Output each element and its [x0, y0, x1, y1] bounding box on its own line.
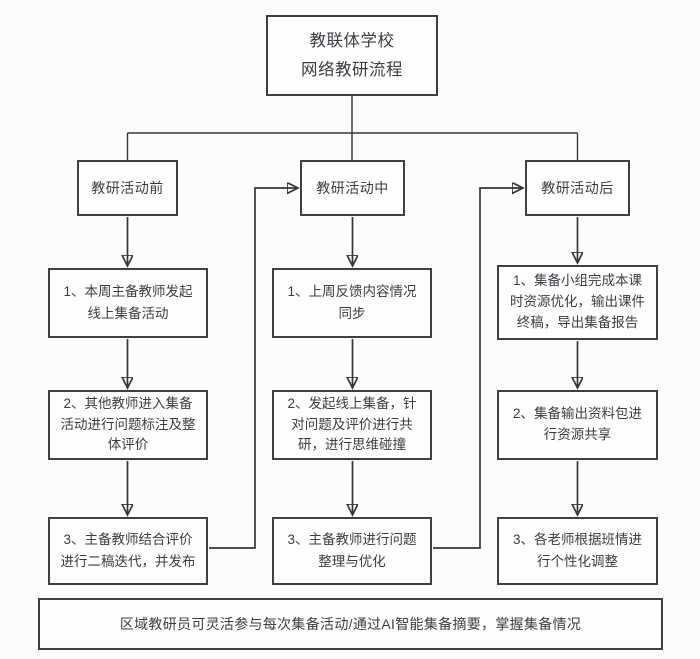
step-during-2: 2、发起线上集备，针 对问题及评价进行共 研，进行思维碰撞: [272, 390, 432, 460]
column-header-before: 教研活动前: [77, 160, 178, 216]
connector-during-step3-to-after-header: [433, 188, 523, 549]
step-after-2: 2、集备输出资料包进 行资源共享: [497, 390, 658, 460]
flowchart-title-box: 教联体学校 网络教研流程: [266, 15, 438, 96]
step-after-1: 1、集备小组完成本课 时资源优化，输出课件 终稿，导出集备报告: [497, 265, 658, 340]
step-during-3: 3、主备教师进行问题 整理与优化: [272, 517, 432, 585]
column-header-during: 教研活动中: [300, 160, 405, 216]
step-before-3: 3、主备教师结合评价 进行二稿迭代，并发布: [48, 517, 208, 585]
connector-before-step3-to-during-header: [209, 188, 298, 549]
step-before-2: 2、其他教师进入集备 活动进行问题标注及整 体评价: [48, 390, 208, 460]
column-header-after: 教研活动后: [525, 160, 630, 216]
footer-note-box: 区域教研员可灵活参与每次集备活动/通过AI智能集备摘要，掌握集备情况: [38, 598, 663, 650]
step-during-1: 1、上周反馈内容情况 同步: [272, 268, 432, 338]
step-before-1: 1、本周主备教师发起 线上集备活动: [48, 268, 208, 338]
step-after-3: 3、各老师根据班情进 行个性化调整: [497, 517, 658, 585]
